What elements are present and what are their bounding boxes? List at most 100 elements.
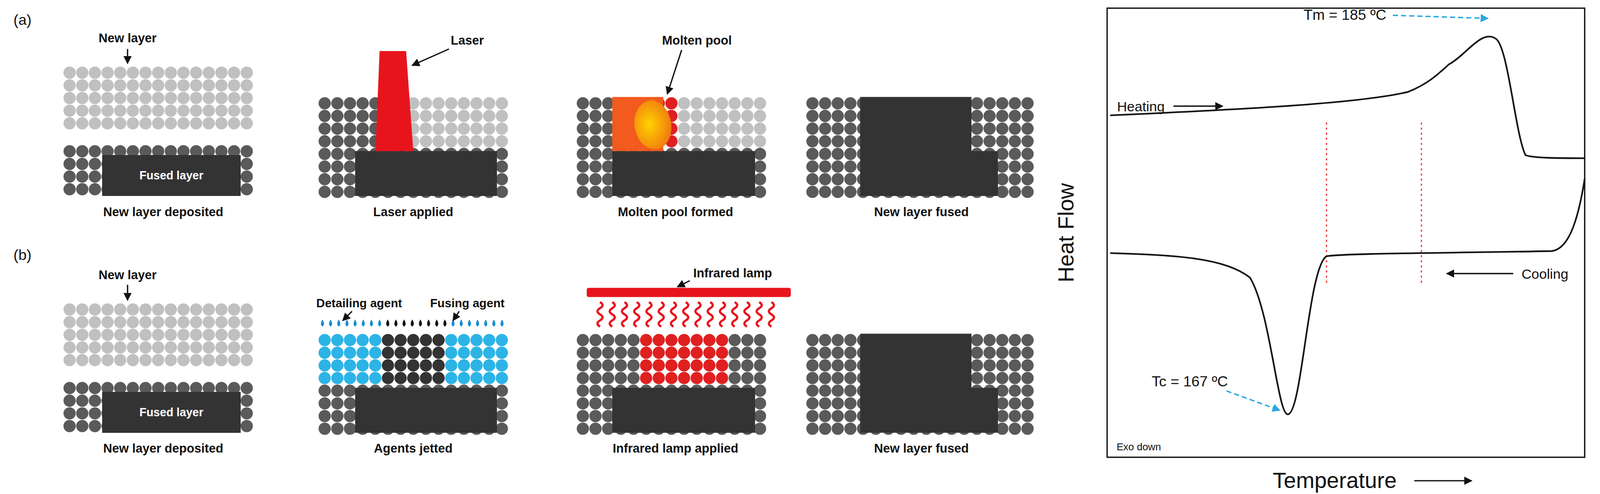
powder-particle <box>996 372 1009 385</box>
powder-particle <box>114 354 127 367</box>
powder-particle <box>88 117 102 130</box>
powder-particle <box>665 346 678 360</box>
powder-particle <box>716 359 729 372</box>
powder-particle <box>589 359 602 372</box>
powder-particle <box>177 79 190 92</box>
powder-particle <box>457 372 471 385</box>
powder-particle <box>139 66 152 80</box>
powder-particle <box>457 334 471 347</box>
powder-particle <box>215 66 228 80</box>
infrared-wave <box>658 302 664 327</box>
powder-particle <box>806 410 819 423</box>
powder-particle <box>240 316 254 329</box>
axis-label: Heat Flow <box>1054 183 1079 283</box>
powder-particle <box>343 160 357 174</box>
powder-particle <box>331 160 344 174</box>
powder-particle <box>407 334 420 347</box>
powder-particle <box>495 346 509 360</box>
powder-particle <box>819 410 832 423</box>
powder-particle <box>690 135 704 148</box>
powder-particle <box>483 334 496 347</box>
powder-particle <box>996 359 1009 372</box>
powder-particle <box>601 334 615 347</box>
powder-particle <box>318 160 331 174</box>
powder-particle <box>419 346 433 360</box>
part-label: Laser <box>450 34 485 48</box>
powder-particle <box>126 329 139 342</box>
powder-particle <box>369 372 382 385</box>
powder-particle <box>75 329 89 342</box>
powder-particle <box>139 303 152 316</box>
agent-droplet <box>378 319 382 328</box>
powder-particle <box>215 329 228 342</box>
fused-layer-box: Fused layer <box>102 392 242 434</box>
powder-particle <box>677 372 691 385</box>
agent-droplet <box>427 319 431 328</box>
powder-particle <box>1008 334 1022 347</box>
powder-particle <box>844 109 857 123</box>
infrared-wave <box>707 302 713 327</box>
powder-particle <box>343 97 357 110</box>
powder-particle <box>202 316 215 329</box>
powder-particle <box>63 145 76 158</box>
powder-particle <box>470 346 483 360</box>
powder-particle <box>495 372 509 385</box>
powder-particle <box>432 334 445 347</box>
powder-particle <box>806 397 819 411</box>
powder-particle <box>75 407 89 420</box>
guide-line <box>1420 122 1423 286</box>
powder-particle <box>703 334 716 347</box>
powder-particle <box>819 122 832 135</box>
powder-particle <box>806 109 819 123</box>
powder-particle <box>63 104 76 117</box>
powder-particle <box>753 185 767 199</box>
chart-frame <box>1107 8 1585 458</box>
powder-particle <box>215 354 228 367</box>
powder-particle <box>457 122 471 135</box>
powder-particle <box>356 122 370 135</box>
powder-particle <box>75 104 89 117</box>
powder-particle <box>806 359 819 372</box>
step-caption: Infrared lamp applied <box>612 442 739 457</box>
powder-particle <box>576 97 590 110</box>
infrared-wave <box>768 302 775 327</box>
powder-particle <box>63 183 76 196</box>
powder-particle <box>806 422 819 436</box>
powder-particle <box>139 92 152 105</box>
powder-particle <box>1008 422 1022 436</box>
powder-particle <box>444 359 458 372</box>
powder-particle <box>114 92 127 105</box>
powder-particle <box>151 92 165 105</box>
powder-particle <box>432 97 445 110</box>
powder-particle <box>728 122 741 135</box>
powder-particle <box>1021 160 1034 174</box>
powder-particle <box>190 329 203 342</box>
leader-arrow <box>677 280 690 287</box>
powder-particle <box>88 170 102 184</box>
step-caption: Laser applied <box>373 205 454 220</box>
powder-particle <box>177 92 190 105</box>
powder-particle <box>331 346 344 360</box>
powder-particle <box>677 97 691 110</box>
infrared-lamp <box>586 288 791 298</box>
powder-particle <box>101 104 114 117</box>
molten-pool <box>634 99 672 150</box>
powder-particle <box>495 147 509 161</box>
powder-particle <box>114 79 127 92</box>
powder-particle <box>831 422 844 436</box>
powder-particle <box>114 104 127 117</box>
powder-particle <box>703 122 716 135</box>
powder-particle <box>495 334 509 347</box>
powder-particle <box>819 384 832 398</box>
leader-arrow <box>412 49 450 66</box>
powder-particle <box>356 372 370 385</box>
powder-particle <box>202 329 215 342</box>
peak-pointer <box>1226 391 1280 411</box>
step-caption: New layer deposited <box>103 205 224 220</box>
powder-particle <box>63 407 76 420</box>
powder-particle <box>240 92 254 105</box>
step-caption: New layer fused <box>874 442 970 457</box>
powder-particle <box>126 92 139 105</box>
powder-particle <box>627 359 640 372</box>
powder-particle <box>215 79 228 92</box>
